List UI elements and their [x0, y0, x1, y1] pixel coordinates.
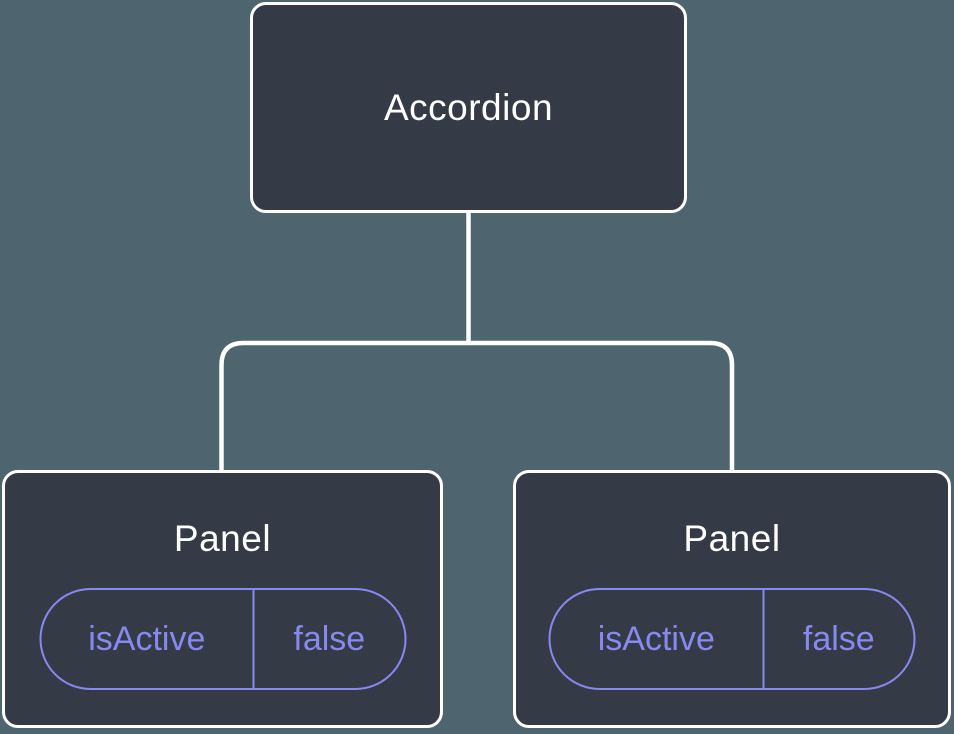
tree-node-panel-1: Panel isActive false	[2, 470, 443, 728]
tree-node-panel-2: Panel isActive false	[513, 470, 951, 728]
panel-2-state-pill: isActive false	[548, 588, 916, 690]
tree-node-accordion: Accordion	[250, 2, 687, 213]
panel-2-state-key: isActive	[597, 619, 715, 658]
accordion-node-label: Accordion	[383, 86, 554, 128]
panel-1-state-pill: isActive false	[39, 588, 406, 690]
panel-1-state-value: false	[252, 590, 404, 688]
panel-1-state-key: isActive	[88, 619, 206, 658]
panel-2-state-value: false	[762, 590, 913, 688]
panel-2-label: Panel	[683, 518, 781, 559]
connector-branch	[219, 340, 735, 470]
panel-1-label: Panel	[173, 518, 272, 559]
